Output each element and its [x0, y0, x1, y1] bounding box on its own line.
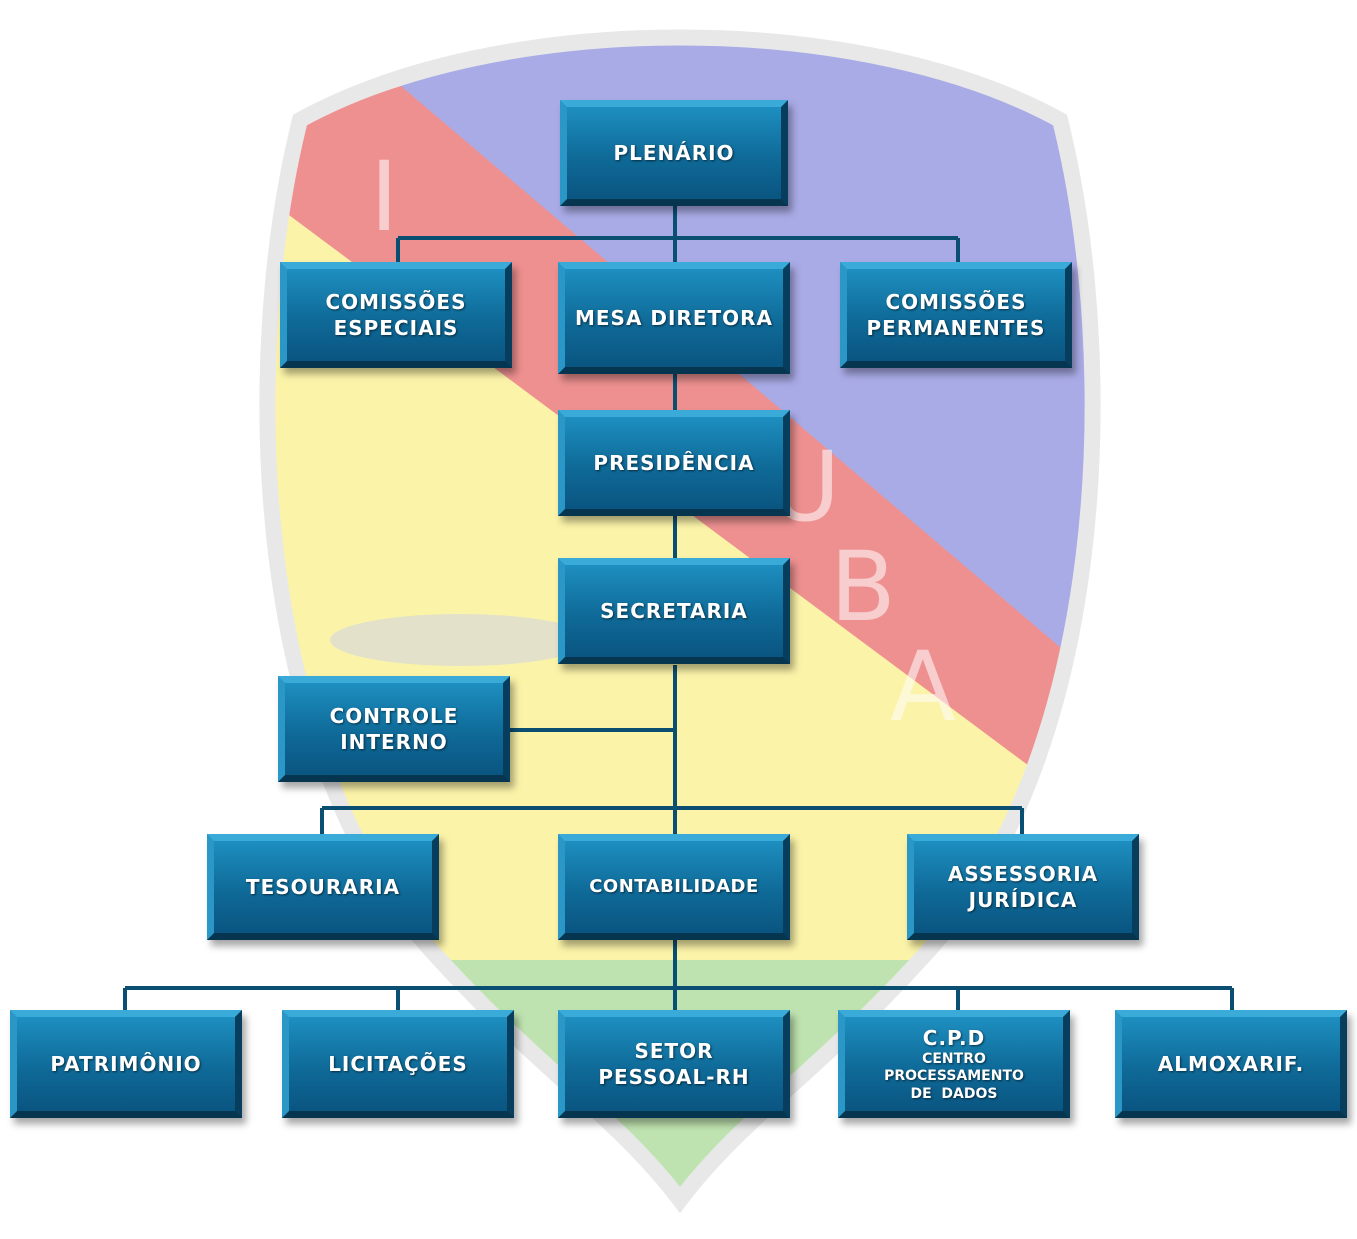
secretaria-box: SECRETARIA [558, 558, 790, 664]
assessoria-juridica-label-2: JURÍDICA [968, 888, 1078, 912]
contabilidade-box: CONTABILIDADE [558, 834, 790, 940]
cpd-label-1: C.P.D [922, 1025, 986, 1050]
almoxarifado-label: ALMOXARIF. [1157, 1052, 1305, 1076]
assessoria-juridica-label-1: ASSESSORIA [947, 862, 1099, 886]
comissoes-especiais-label-2: ESPECIAIS [333, 316, 459, 340]
contabilidade-label: CONTABILIDADE [589, 876, 759, 898]
patrimonio-label: PATRIMÔNIO [50, 1052, 202, 1076]
comissoes-permanentes-label-1: COMISSÕES [885, 290, 1027, 314]
plenario-box: PLENÁRIO [560, 100, 788, 206]
setor-pessoal-label-2: PESSOAL-RH [598, 1065, 750, 1089]
setor-pessoal-label-1: SETOR [634, 1039, 714, 1063]
watermark-letter-a: A [890, 631, 956, 743]
licitacoes-box: LICITAÇÕES [282, 1010, 514, 1118]
watermark-letter-b: B [830, 531, 896, 643]
presidencia-box: PRESIDÊNCIA [558, 410, 790, 516]
assessoria-juridica-box: ASSESSORIA JURÍDICA [907, 834, 1139, 940]
watermark-bowl [330, 614, 590, 666]
comissoes-permanentes-box: COMISSÕES PERMANENTES [840, 262, 1072, 368]
cpd-label-4: DE DADOS [910, 1085, 998, 1102]
secretaria-label: SECRETARIA [600, 599, 748, 623]
patrimonio-box: PATRIMÔNIO [10, 1010, 242, 1118]
cpd-label-3: PROCESSAMENTO [884, 1068, 1024, 1085]
licitacoes-label: LICITAÇÕES [328, 1052, 468, 1076]
tesouraria-label: TESOURARIA [245, 875, 401, 899]
comissoes-especiais-box: COMISSÕES ESPECIAIS [280, 262, 512, 368]
almoxarifado-box: ALMOXARIF. [1115, 1010, 1347, 1118]
controle-interno-box: CONTROLE INTERNO [278, 676, 510, 782]
comissoes-permanentes-label-2: PERMANENTES [866, 316, 1046, 340]
watermark-letter-i: I [370, 141, 398, 253]
cpd-box: C.P.D CENTRO PROCESSAMENTO DE DADOS [838, 1010, 1070, 1118]
setor-pessoal-box: SETOR PESSOAL-RH [558, 1010, 790, 1118]
controle-interno-label-2: INTERNO [340, 730, 448, 754]
tesouraria-box: TESOURARIA [207, 834, 439, 940]
comissoes-especiais-label-1: COMISSÕES [325, 290, 467, 314]
plenario-label: PLENÁRIO [613, 141, 735, 165]
presidencia-label: PRESIDÊNCIA [593, 451, 755, 475]
controle-interno-label-1: CONTROLE [329, 704, 459, 728]
cpd-label-2: CENTRO [922, 1050, 986, 1067]
mesa-diretora-label: MESA DIRETORA [574, 306, 774, 330]
mesa-diretora-box: MESA DIRETORA [558, 262, 790, 374]
